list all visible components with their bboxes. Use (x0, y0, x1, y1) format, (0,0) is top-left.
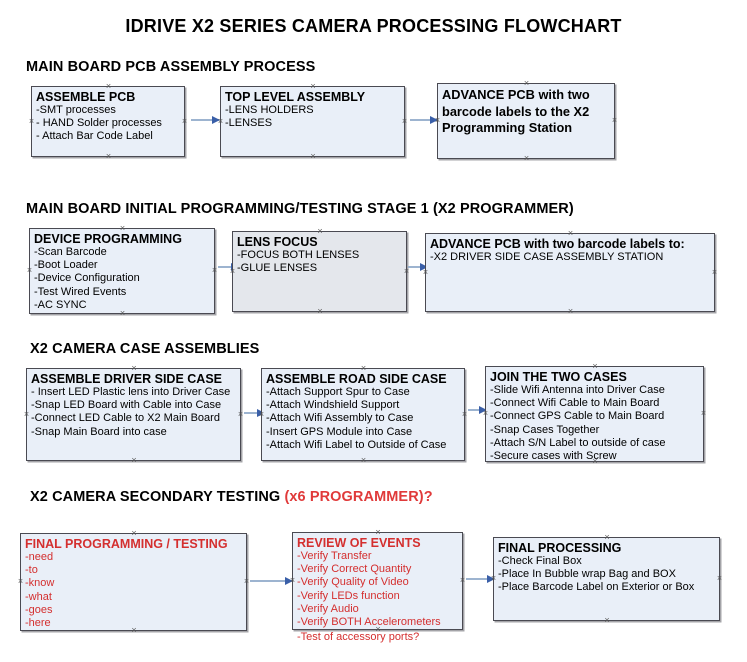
connector-device-programming-to-lens-focus (218, 266, 238, 268)
process-box-advance-pcb-to-x2-programming-station[interactable]: ADVANCE PCB with two barcode labels to t… (437, 83, 615, 159)
box-line: -Place In Bubble wrap Bag and BOX (498, 568, 676, 581)
process-box-top-level-assembly[interactable]: TOP LEVEL ASSEMBLY -LENS HOLDERS -LENSES (220, 86, 405, 157)
box-line: -Verify Audio (297, 602, 359, 615)
connection-handle-right[interactable] (711, 269, 718, 276)
box-line: -Connect Wifi Cable to Main Board (490, 397, 660, 410)
box-line: -Slide Wifi Antenna into Driver Case (490, 384, 665, 396)
box-line: -Connect LED Cable to X2 Main Board (31, 412, 220, 425)
box-line: -what (25, 590, 52, 603)
box-line: -Scan Barcode (34, 246, 107, 258)
box-title: JOIN THE TWO CASES (490, 370, 627, 384)
box-line: -GLUE LENSES (237, 262, 318, 275)
box-overflow-line: -Test of accessory ports? (297, 631, 420, 643)
connector-assemble-pcb-to-top-level-assembly (191, 119, 219, 121)
process-box-assemble-road-side-case[interactable]: ASSEMBLE ROAD SIDE CASE -Attach Support … (261, 368, 465, 461)
box-line: - HAND Solder processes (36, 117, 162, 130)
connector-road-side-case-to-join-the-two-cases (468, 409, 486, 411)
section-heading-accent: (x6 PROGRAMMER)? (284, 489, 433, 505)
process-box-join-the-two-cases[interactable]: JOIN THE TWO CASES -Slide Wifi Antenna i… (485, 366, 704, 462)
process-box-final-programming-testing[interactable]: FINAL PROGRAMMING / TESTING -need -to -k… (20, 533, 247, 631)
section-heading-x2-camera-case-assemblies: X2 CAMERA CASE ASSEMBLIES (30, 341, 259, 357)
box-line: -Secure cases with Screw (490, 450, 617, 463)
box-title: FINAL PROGRAMMING / TESTING (25, 537, 228, 551)
box-line: -Attach Wifi Assembly to Case (266, 412, 414, 425)
page-title: IDRIVE X2 SERIES CAMERA PROCESSING FLOWC… (125, 16, 622, 36)
box-line: -Check Final Box (498, 555, 582, 567)
box-line: -LENSES (225, 117, 273, 130)
box-line: -to (25, 564, 38, 577)
process-box-device-programming[interactable]: DEVICE PROGRAMMING -Scan Barcode -Boot L… (29, 228, 215, 314)
box-line: -Place Barcode Label on Exterior or Box (498, 581, 695, 594)
section-heading-text: MAIN BOARD PCB ASSEMBLY PROCESS (26, 59, 316, 75)
box-line: -SMT processes (36, 104, 116, 116)
connector-final-programming-to-review-of-events (250, 580, 292, 582)
box-line: -Attach S/N Label to outside of case (490, 436, 666, 449)
box-line: -Test Wired Events (34, 285, 127, 298)
box-line: -here (25, 617, 51, 630)
box-title: REVIEW OF EVENTS (297, 536, 421, 550)
connector-lens-focus-to-advance-pcb-driver-side (408, 266, 427, 268)
process-box-review-of-events[interactable]: REVIEW OF EVENTS -Verify Transfer -Verif… (292, 532, 463, 643)
box-line: -know (25, 577, 55, 590)
box-line: -Verify Correct Quantity (297, 563, 412, 576)
connection-handle-bottom[interactable] (523, 155, 530, 162)
box-line: -Connect GPS Cable to Main Board (490, 410, 665, 423)
box-line: -FOCUS BOTH LENSES (237, 249, 360, 261)
box-line: -Verify Transfer (297, 550, 372, 562)
connector-top-level-assembly-to-advance-pcb (410, 119, 437, 121)
connector-driver-side-case-to-road-side-case (244, 412, 264, 414)
box-title: ADVANCE PCB with two barcode labels to t… (442, 87, 590, 135)
box-line: -X2 DRIVER SIDE CASE ASSEMBLY STATION (430, 251, 664, 263)
process-box-assemble-driver-side-case[interactable]: ASSEMBLE DRIVER SIDE CASE - Insert LED P… (26, 368, 241, 461)
process-box-assemble-pcb[interactable]: ASSEMBLE PCB -SMT processes - HAND Solde… (31, 86, 185, 157)
box-line: -Snap LED Board with Cable into Case (31, 399, 222, 412)
box-line: -Attach Windshield Support (266, 399, 400, 412)
process-box-advance-pcb-to-driver-side-case-assembly-station[interactable]: ADVANCE PCB with two barcode labels to: … (425, 233, 715, 312)
box-line: -Snap Main Board into case (31, 425, 167, 438)
connection-handle-bottom[interactable] (567, 308, 574, 315)
section-heading-text: X2 CAMERA CASE ASSEMBLIES (30, 341, 260, 357)
box-line: -AC SYNC (34, 298, 87, 311)
box-line: - Insert LED Plastic lens into Driver Ca… (31, 386, 231, 398)
box-line: -Device Configuration (34, 272, 140, 285)
box-line: -Attach Support Spur to Case (266, 386, 410, 398)
box-title: ADVANCE PCB with two barcode labels to: (430, 237, 685, 251)
box-title: FINAL PROCESSING (498, 541, 622, 555)
box-line: - Attach Bar Code Label (36, 130, 153, 143)
box-line: -Insert GPS Module into Case (266, 425, 413, 438)
box-line: -need (25, 551, 54, 563)
box-line: -Verify Quality of Video (297, 576, 409, 589)
box-line: -Boot Loader (34, 259, 98, 272)
connection-handle-bottom[interactable] (317, 308, 324, 315)
connection-handle-bottom[interactable] (604, 617, 611, 624)
connection-handle-bottom[interactable] (131, 457, 138, 464)
section-heading-text: X2 CAMERA SECONDARY TESTING (30, 489, 285, 505)
box-line: -Verify LEDs function (297, 589, 400, 602)
connection-handle-bottom[interactable] (105, 153, 112, 160)
section-heading-text: MAIN BOARD INITIAL PROGRAMMING/TESTING S… (26, 201, 574, 217)
connector-review-of-events-to-final-processing (466, 578, 494, 580)
box-title: ASSEMBLE ROAD SIDE CASE (266, 372, 447, 386)
box-title: TOP LEVEL ASSEMBLY (225, 90, 366, 104)
box-title: DEVICE PROGRAMMING (34, 232, 182, 246)
box-line: -goes (25, 603, 53, 616)
connection-handle-bottom[interactable] (310, 153, 317, 160)
box-title: ASSEMBLE DRIVER SIDE CASE (31, 372, 223, 386)
box-line: -Snap Cases Together (490, 423, 600, 436)
connection-handle-bottom[interactable] (360, 457, 367, 464)
box-title: LENS FOCUS (237, 235, 318, 249)
box-line: -Verify BOTH Accelerometers (297, 616, 441, 629)
box-title: ASSEMBLE PCB (36, 90, 136, 104)
box-line: -Attach Wifi Label to Outside of Case (266, 438, 447, 451)
box-line: -LENS HOLDERS (225, 104, 314, 116)
section-heading-main-board-initial-programming-testing-stage-1: MAIN BOARD INITIAL PROGRAMMING/TESTING S… (26, 201, 574, 217)
section-heading-x2-camera-secondary-testing: X2 CAMERA SECONDARY TESTING (x6 PROGRAMM… (30, 489, 433, 505)
section-heading-main-board-pcb-assembly-process: MAIN BOARD PCB ASSEMBLY PROCESS (26, 59, 315, 75)
process-box-final-processing[interactable]: FINAL PROCESSING -Check Final Box -Place… (493, 537, 720, 621)
process-box-lens-focus[interactable]: LENS FOCUS -FOCUS BOTH LENSES -GLUE LENS… (232, 231, 407, 312)
